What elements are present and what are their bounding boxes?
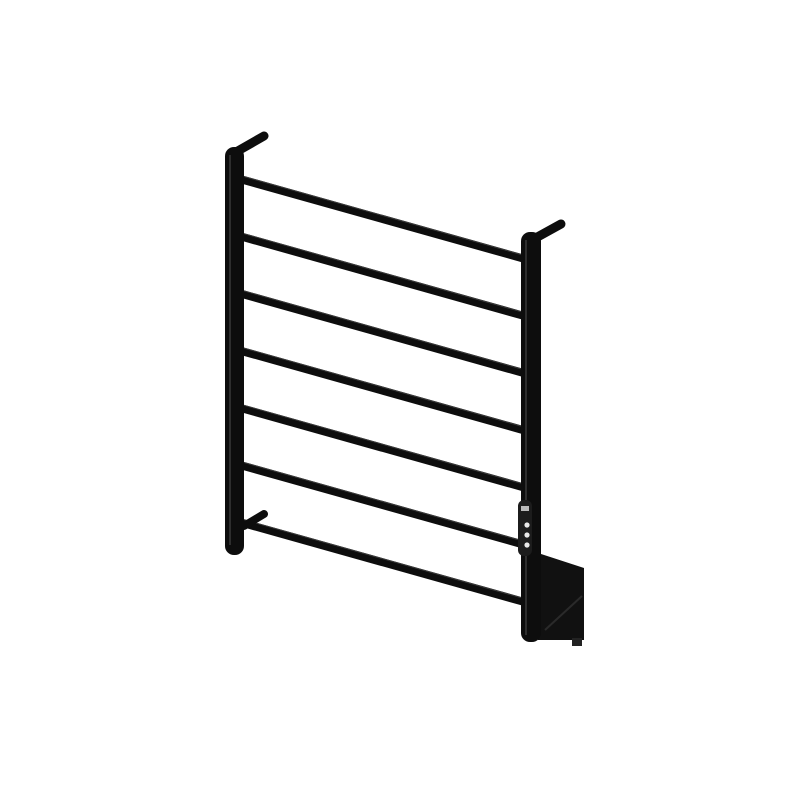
right-post-highlight	[525, 240, 527, 635]
right-post	[521, 232, 541, 642]
rung-highlight	[243, 462, 522, 541]
mode-button[interactable]	[524, 542, 530, 548]
rung-3	[238, 289, 527, 378]
rung-4	[238, 346, 527, 435]
rungs	[238, 175, 527, 607]
rung-highlight	[243, 233, 522, 313]
wall-mount-box	[538, 553, 584, 640]
rung-highlight	[243, 347, 522, 427]
wall-mount-foot	[572, 638, 582, 646]
power-button[interactable]	[524, 522, 530, 528]
left-post-highlight	[229, 155, 231, 545]
rung-highlight	[243, 404, 522, 484]
wall-mount-edge	[544, 595, 583, 631]
rung-5	[238, 403, 527, 492]
rung-highlight	[243, 176, 522, 255]
rung-highlight	[243, 290, 522, 370]
left-bottom-peg	[240, 510, 268, 530]
timer-button[interactable]	[524, 532, 530, 538]
rung-1	[238, 175, 527, 263]
display-icon	[521, 506, 529, 511]
rung-highlight	[243, 519, 522, 599]
rung-7	[238, 518, 527, 607]
rung-6	[238, 461, 527, 549]
left-post	[225, 147, 244, 555]
rung-2	[238, 232, 527, 321]
control-panel	[518, 500, 532, 556]
